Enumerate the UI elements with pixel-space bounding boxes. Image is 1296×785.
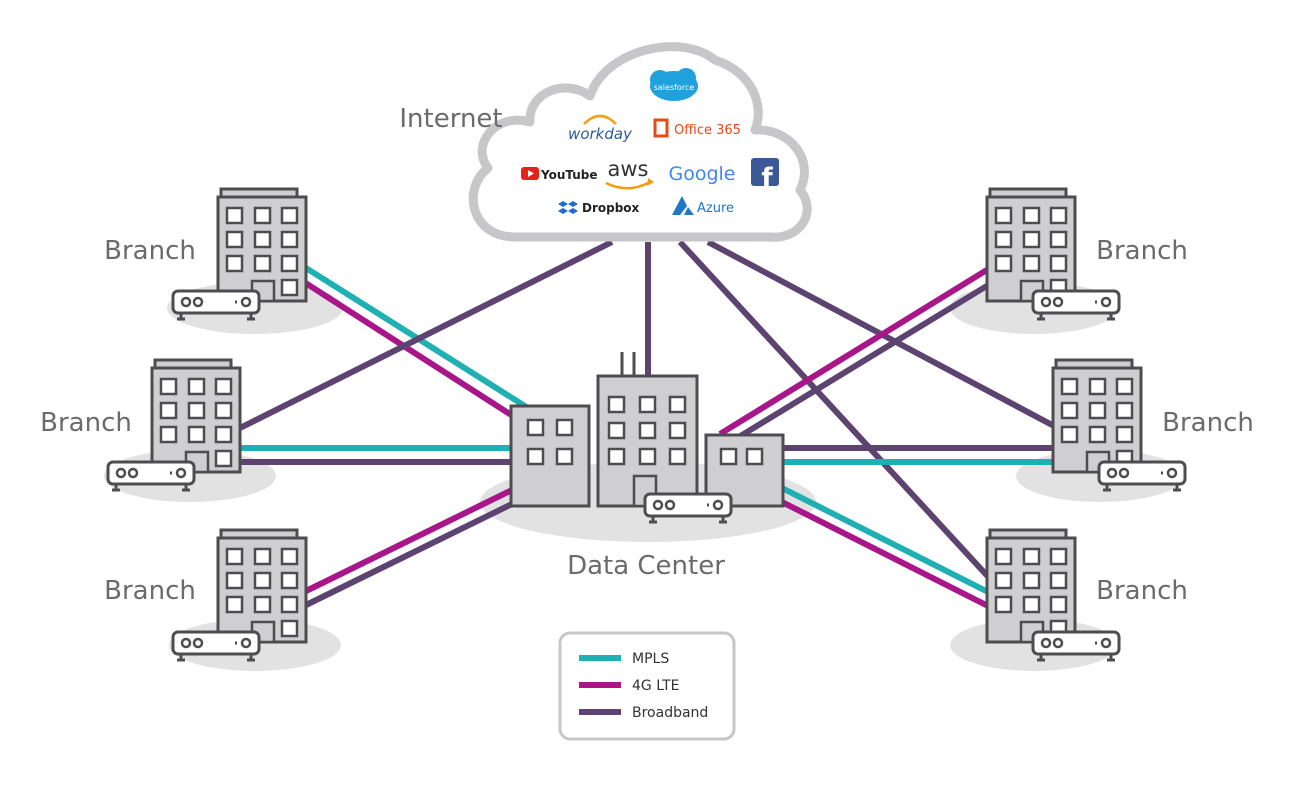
branch-label: Branch bbox=[104, 576, 196, 606]
office365-logo: Office 365 bbox=[653, 118, 741, 138]
cloud-icon bbox=[468, 42, 812, 242]
azure-icon bbox=[672, 196, 687, 215]
azure-logo: Azure bbox=[672, 196, 734, 216]
link-lte-bottom-right bbox=[780, 499, 994, 611]
data-center: Data Center bbox=[509, 352, 785, 581]
workday-logo: workday bbox=[568, 114, 633, 143]
aws-text: aws bbox=[608, 157, 649, 181]
office365-text: Office 365 bbox=[674, 123, 741, 138]
legend-item: Broadband bbox=[579, 705, 708, 721]
link-lte-bottom-left bbox=[302, 487, 514, 595]
office-icon bbox=[653, 118, 669, 138]
youtube-text: YouTube bbox=[540, 168, 598, 182]
branch-bottom-right: Branch bbox=[985, 528, 1188, 662]
facebook-text: f bbox=[761, 163, 773, 193]
office-building-icon bbox=[985, 187, 1077, 303]
dropbox-logo: Dropbox bbox=[558, 201, 640, 215]
branch-label: Branch bbox=[1162, 408, 1254, 438]
office-building-icon bbox=[150, 358, 242, 474]
branch-label: Branch bbox=[1096, 576, 1188, 606]
dropbox-icon bbox=[558, 201, 578, 214]
workday-text: workday bbox=[568, 125, 633, 143]
facebook-icon bbox=[751, 158, 779, 186]
link-mpls-bottom-right bbox=[780, 485, 994, 597]
youtube-logo: YouTube bbox=[521, 167, 598, 182]
branch-label: Branch bbox=[104, 236, 196, 266]
branch-mid-left: Branch bbox=[40, 358, 242, 492]
legend-item: MPLS bbox=[579, 651, 669, 667]
link-lte-top-left bbox=[302, 279, 518, 421]
office-building-icon bbox=[1051, 358, 1143, 474]
salesforce-logo: salesforce bbox=[650, 68, 698, 101]
data-center-label: Data Center bbox=[567, 551, 725, 581]
connection-links bbox=[238, 239, 1056, 611]
legend-item: 4G LTE bbox=[579, 678, 679, 694]
office-building-icon bbox=[985, 528, 1077, 644]
aws-logo: aws bbox=[605, 157, 654, 190]
cloud-outline bbox=[468, 42, 812, 242]
legend-label: 4G LTE bbox=[632, 678, 679, 694]
azure-text: Azure bbox=[697, 201, 734, 216]
link-broadband-bottom-left bbox=[302, 501, 514, 609]
link-broadband-mid-left-cloud bbox=[238, 239, 614, 431]
cloud-services: salesforce workday Office 365 YouTube aw… bbox=[521, 68, 779, 216]
link-lte-top-right bbox=[718, 265, 992, 437]
dropbox-text: Dropbox bbox=[582, 201, 640, 215]
office-building-icon bbox=[509, 404, 591, 508]
link-broadband-top-right bbox=[722, 281, 992, 449]
legend: MPLS 4G LTE Broadband bbox=[558, 631, 736, 741]
branch-bottom-left: Branch bbox=[104, 528, 308, 662]
salesforce-text: salesforce bbox=[654, 83, 695, 92]
legend-label: MPLS bbox=[632, 651, 669, 667]
facebook-logo: f bbox=[751, 158, 779, 193]
legend-label: Broadband bbox=[632, 705, 708, 721]
link-broadband-cloud-bottom-right bbox=[677, 239, 1007, 597]
google-logo: Google bbox=[668, 163, 735, 185]
office-building-icon bbox=[216, 528, 308, 644]
branch-label: Branch bbox=[1096, 236, 1188, 266]
branch-top-right: Branch bbox=[985, 187, 1188, 321]
branch-label: Branch bbox=[40, 408, 132, 438]
office-building-icon bbox=[216, 187, 308, 303]
branch-top-left: Branch bbox=[104, 187, 308, 321]
google-text: Google bbox=[668, 163, 735, 185]
branch-mid-right: Branch bbox=[1051, 358, 1254, 492]
internet-label: Internet bbox=[399, 104, 502, 134]
aws-smile-icon bbox=[605, 180, 651, 190]
